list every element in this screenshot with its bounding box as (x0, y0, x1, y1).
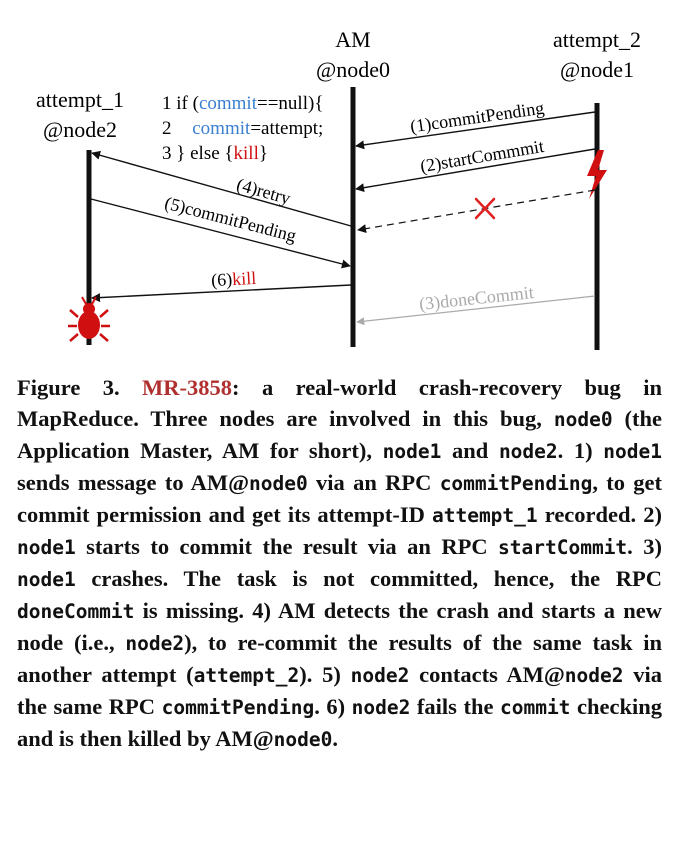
caption-text: via the same RPC (17, 662, 662, 719)
caption-text: checking and is then killed by AM@ (17, 694, 662, 751)
msg-1-arrow (355, 111, 596, 150)
code-line-3-pre: } else { (176, 143, 233, 164)
caption-code: attempt_2 (193, 664, 300, 687)
code-line-1-num: 1 (162, 93, 172, 114)
caption-code: startCommit (498, 536, 628, 559)
caption-text: . (332, 726, 338, 751)
caption-code: doneCommit (17, 600, 135, 623)
msg-2-arrow (355, 148, 596, 193)
bug-id: MR-3858 (142, 375, 233, 400)
am-node-name: AM (335, 27, 370, 52)
bug-icon (68, 296, 110, 342)
attempt1-node-name: attempt_1 (36, 87, 124, 112)
caption-text: starts to commit the result via an RPC (75, 534, 499, 559)
caption-code: commitPending (439, 472, 593, 495)
code-line-3-num: 3 (162, 143, 172, 164)
caption-text: ). 5) (299, 662, 351, 687)
figure-number: Figure 3. (17, 375, 120, 400)
msg-1-label: (1)commitPending (409, 98, 546, 138)
caption-text: crashes. The task is not committed, henc… (75, 566, 662, 591)
code-line-2: 2 commit=attempt; (162, 118, 323, 139)
msg-3-label: (3)doneCommit (418, 282, 535, 315)
caption-code: attempt_1 (431, 504, 538, 527)
msg-2-label: (2)startCommmit (419, 136, 546, 177)
code-line-1-pre: if ( (176, 93, 199, 114)
caption-text: . 3) (627, 534, 662, 559)
attempt1-node-host: @node2 (43, 117, 117, 142)
caption-code: commit (499, 696, 571, 719)
code-line-2-post: =attempt; (250, 118, 323, 139)
code-line-3: 3 } else {kill} (162, 143, 268, 164)
msg-4-label: (4)retry (234, 174, 293, 209)
caption-code: node1 (17, 568, 76, 591)
msg-6-kill: kill (232, 268, 257, 289)
caption-text: . 6) (314, 694, 352, 719)
msg-4-arrow (91, 150, 352, 227)
caption-code: node2 (350, 664, 410, 687)
caption-text: sends message to AM@ (17, 470, 250, 495)
code-line-1-post: ==null){ (257, 93, 323, 114)
msg-5-arrow (90, 198, 351, 269)
caption-text: recorded. 2) (537, 502, 663, 527)
caption-code: node0 (553, 408, 613, 431)
figure-caption: Figure 3. MR-3858: a real-world crash-re… (17, 372, 662, 755)
caption-text: via an RPC (307, 470, 440, 495)
caption-code: node2 (125, 632, 185, 655)
code-line-3-post: } (259, 143, 268, 164)
attempt2-node-host: @node1 (560, 57, 634, 82)
msg-6-label: (6)kill (211, 268, 257, 291)
caption-text: (the Application Master, AM for short), (17, 406, 662, 463)
caption-code: node2 (351, 696, 411, 719)
code-line-2-var: commit (192, 118, 251, 139)
caption-text: is missing. 4) AM detects the crash and … (17, 598, 662, 655)
lost-message-arrow (357, 189, 596, 234)
caption-text: fails the (410, 694, 500, 719)
caption-text: . 1) (557, 438, 604, 463)
caption-code: node1 (382, 440, 442, 463)
caption-text: contacts AM@ (409, 662, 565, 687)
code-line-3-kill: kill (234, 143, 259, 164)
caption-code: commitPending (161, 696, 315, 719)
caption-text: ), to re-commit the results of the same … (17, 630, 662, 687)
code-line-1-var: commit (199, 93, 258, 114)
caption-text: and (441, 438, 499, 463)
caption-text: : a real-world crash-recovery bug in Map… (17, 375, 662, 431)
msg-6-num: (6) (211, 269, 233, 291)
caption-code: node0 (249, 472, 308, 495)
attempt2-node-name: attempt_2 (553, 27, 641, 52)
crash-lightning-icon (587, 150, 607, 199)
caption-code: node1 (603, 440, 662, 463)
caption-code: node2 (498, 440, 558, 463)
sequence-diagram: AM @node0 attempt_2 @node1 attempt_1 @no… (36, 27, 641, 350)
caption-code: node0 (273, 728, 333, 751)
caption-code: node2 (564, 664, 624, 687)
caption-code: node1 (17, 536, 76, 559)
am-node-host: @node0 (316, 57, 390, 82)
caption-text: , to get commit permission and get its a… (17, 470, 662, 527)
msg-3-arrow (356, 295, 596, 326)
code-line-1: 1 if (commit==null){ (162, 93, 323, 114)
code-line-2-num: 2 (162, 118, 172, 139)
lost-message-cross-icon (474, 197, 496, 220)
msg-6-arrow (91, 284, 352, 303)
